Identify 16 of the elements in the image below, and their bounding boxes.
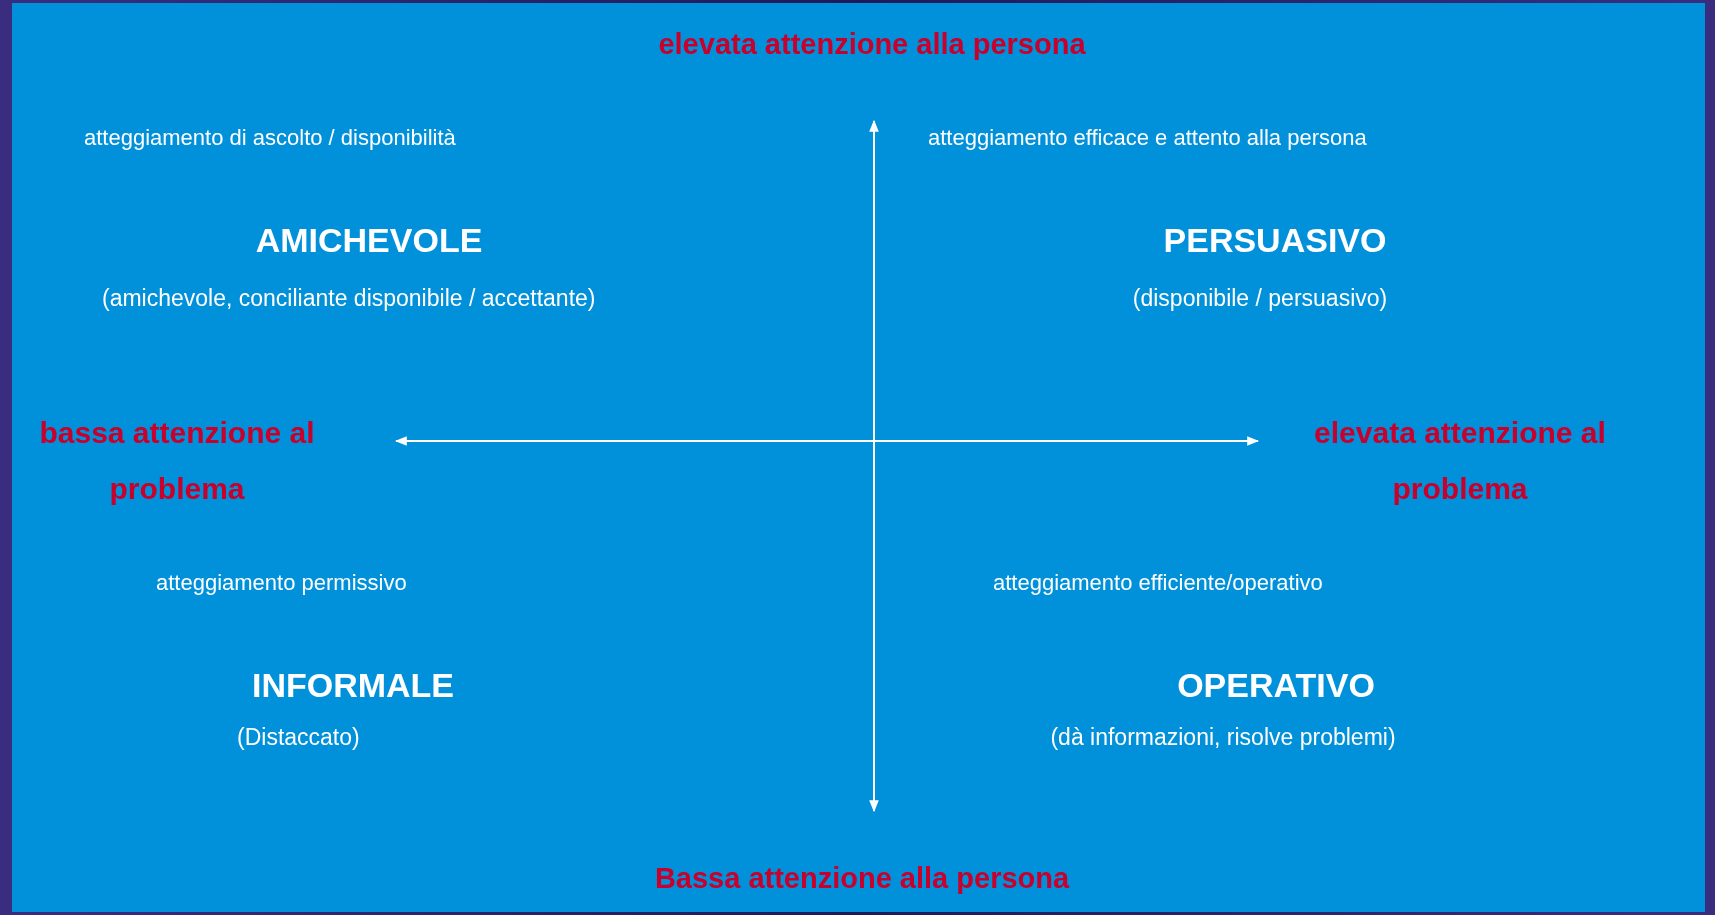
- attitude-note: atteggiamento permissivo: [156, 570, 407, 596]
- quadrant-description: (amichevole, conciliante disponibile / accettante): [102, 284, 596, 312]
- axis-label: bassa attenzione al problema: [38, 415, 316, 507]
- axis-label: elevata attenzione alla persona: [658, 27, 1086, 61]
- axis-label: elevata attenzione al problema: [1313, 415, 1607, 507]
- quadrant-description: (disponibile / persuasivo): [1132, 284, 1388, 312]
- quadrant-title: AMICHEVOLE: [255, 220, 483, 260]
- quadrant-title: INFORMALE: [251, 665, 455, 705]
- axis-label: Bassa attenzione alla persona: [654, 861, 1070, 895]
- quadrant-title: PERSUASIVO: [1163, 220, 1387, 260]
- quadrant-title: OPERATIVO: [1177, 665, 1375, 705]
- attitude-note: atteggiamento efficace e attento alla persona: [928, 125, 1367, 151]
- attitude-note: atteggiamento di ascolto / disponibilità: [84, 125, 456, 151]
- quadrant-description: (Distaccato): [237, 723, 360, 751]
- attitude-note: atteggiamento efficiente/operativo: [993, 570, 1323, 596]
- quadrant-description: (dà informazioni, risolve problemi): [1050, 723, 1396, 751]
